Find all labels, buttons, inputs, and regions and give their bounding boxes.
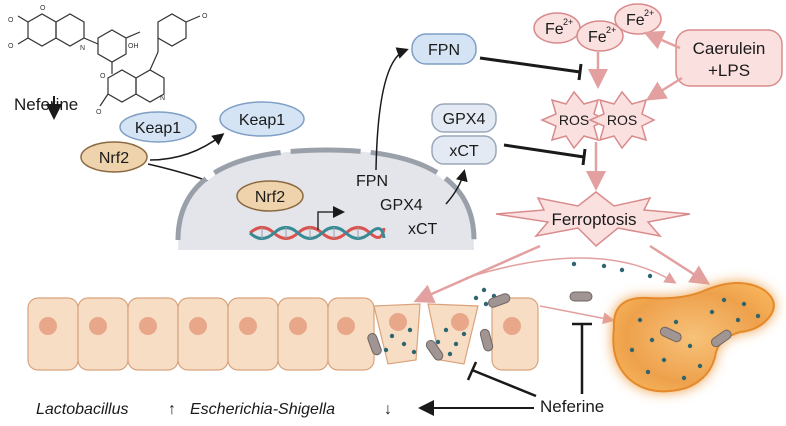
keap1-bound-node	[119, 111, 197, 143]
nrf2-nuclear-label: Nrf2	[255, 189, 285, 206]
fe-ion-3: Fe 2+	[614, 3, 662, 35]
taxon-1-name: Lactobacillus	[36, 401, 129, 418]
gpx4-xct-inhibition	[503, 143, 587, 166]
svg-text:OH: OH	[128, 43, 139, 50]
fe-ion-1: Fe 2+	[533, 12, 581, 44]
neferine-inhibits-barrier-damage-bar	[466, 361, 478, 381]
svg-text:O: O	[8, 17, 14, 24]
fpn-inhibition	[479, 56, 583, 81]
gut-pancreas-translocation-arrow	[465, 257, 677, 284]
taxon-2-name: Escherichia-Shigella	[190, 401, 335, 418]
inducer-line1: Caerulein	[693, 39, 766, 58]
translocating-bacteria	[473, 261, 653, 307]
inducer-line2: +LPS	[708, 61, 750, 80]
ferroptosis-to-pancreas-arrow	[649, 244, 711, 285]
fpn-protein-label: FPN	[428, 42, 460, 59]
ferroptosis-label: Ferroptosis	[551, 210, 636, 229]
svg-text:O: O	[40, 5, 46, 12]
svg-text:N: N	[80, 45, 85, 52]
xct-protein-label: xCT	[449, 143, 479, 160]
fpn-expression-arrow	[375, 47, 409, 171]
nucleus-body	[178, 150, 474, 250]
transcription-arrow	[317, 206, 345, 230]
svg-text:O: O	[8, 43, 14, 50]
fe-ion-1-charge: 2+	[563, 17, 573, 27]
ferroptosis-to-intestine-arrow	[413, 244, 541, 304]
fe-ion-1-symbol: Fe	[545, 21, 564, 38]
svg-text:O: O	[100, 73, 106, 80]
fe-ion-2-symbol: Fe	[588, 29, 607, 46]
svg-text:O: O	[202, 13, 208, 20]
taxon-1-change: ↑	[168, 401, 176, 418]
taxon-2-change: ↓	[384, 401, 392, 418]
svg-text:N: N	[160, 95, 165, 102]
xct-protein-box	[431, 135, 497, 165]
neferine-structure	[17, 13, 201, 107]
bacteria-to-pancreas-arrow	[539, 305, 615, 325]
nucleus-gene-xct: xCT	[408, 221, 438, 238]
svg-text:O: O	[96, 109, 102, 116]
gpx4-protein-label: GPX4	[443, 111, 486, 128]
keap1-free-label: Keap1	[239, 112, 285, 129]
treatment-neferine-label: Neferine	[540, 397, 604, 416]
pancreas	[612, 282, 775, 393]
keap1-bound-label: Keap1	[135, 120, 181, 137]
neferine-inhibits-barrier-damage	[471, 368, 537, 398]
gpx4-protein-box	[431, 103, 497, 133]
fe-ion-2-charge: 2+	[606, 25, 616, 35]
inducer-to-iron-arrow	[643, 30, 681, 50]
rod-bacteria	[367, 291, 593, 361]
nrf2-bound-node	[80, 141, 148, 173]
xct-expression-arrow	[445, 169, 468, 205]
ros-burst-1	[540, 90, 608, 150]
ros-burst-2	[588, 90, 656, 150]
neferine-label: Neferine	[14, 95, 78, 114]
fe-ion-3-symbol: Fe	[626, 12, 645, 29]
fe-ion-3-charge: 2+	[644, 8, 654, 18]
ferroptosis-burst	[495, 191, 691, 248]
ros-label-2: ROS	[607, 112, 637, 128]
intestinal-epithelium	[27, 297, 539, 371]
structure-atom-labels: O O O N OH O N O O	[8, 5, 208, 116]
nrf2-nuclear-node	[236, 180, 304, 212]
nrf2-bound-label: Nrf2	[99, 150, 129, 167]
inducer-to-ros-arrow	[645, 76, 683, 101]
fpn-protein-box	[411, 33, 477, 65]
nucleus-envelope	[175, 147, 477, 241]
nucleus-gene-gpx4: GPX4	[380, 197, 423, 214]
keap1-free-node	[219, 101, 305, 137]
nucleus-gene-fpn: FPN	[356, 173, 388, 190]
dissociation-arrow	[149, 133, 225, 161]
fe-ion-2: Fe 2+	[576, 20, 624, 52]
dna-helix	[248, 226, 386, 240]
ros-label-1: ROS	[559, 112, 589, 128]
inducer-box	[675, 29, 783, 87]
